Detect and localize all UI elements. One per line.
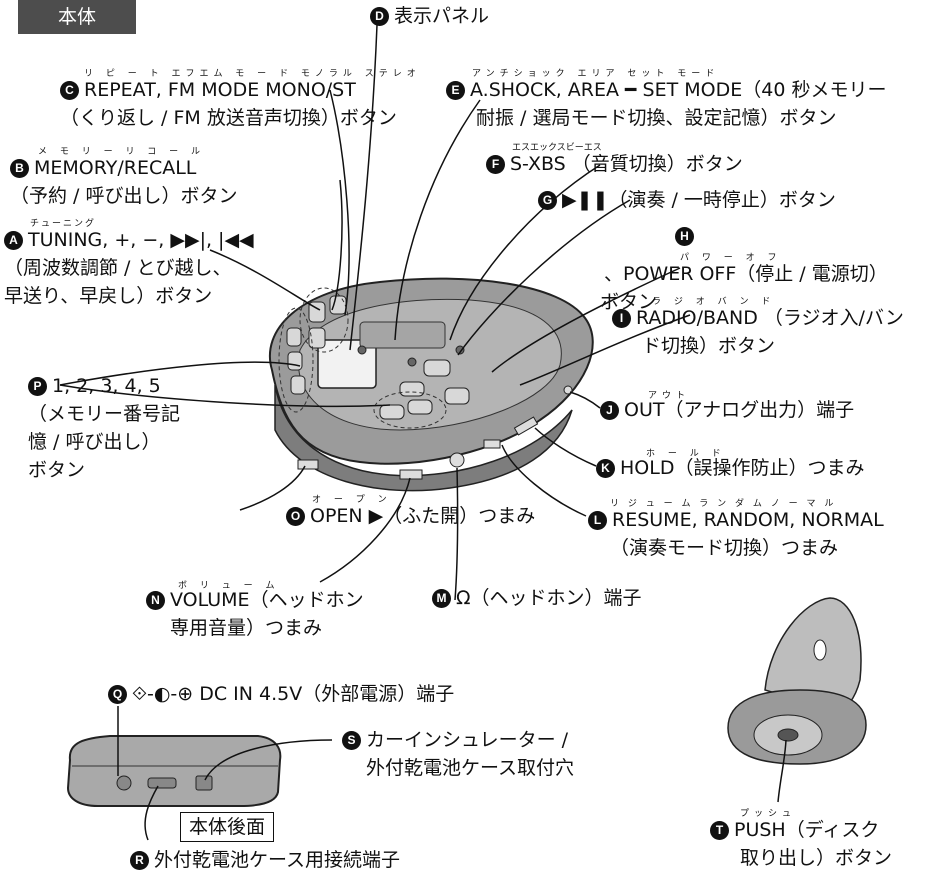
label-dc-in-jack: Q⟐-◐-⊕ DC IN 4.5V（外部電源）端子 [108,680,454,708]
ruby-push: プッシュ [740,809,797,819]
ruby-volume: ボ リ ュ ー ム [178,581,280,591]
label-power-off-button: 、POWER OFF（停止 / 電源切） ボタン [600,263,888,313]
ruby-open: オ ー プ ン [312,495,392,505]
ruby-hold: ホ ー ル ド [646,449,726,459]
ruby-sxbs: エスエックスビーエス [512,143,602,153]
ruby-memory: メ モ リ ー リ コ ー ル [38,147,206,157]
ruby-out: アウト [648,391,691,401]
ruby-resume: リ ジ ュ ー ム ラ ン ダ ム ノ ー マ ル [610,499,837,509]
ruby-ashock: アンチショック エリア セット モード [472,69,720,79]
open-lid-illustration [727,597,867,765]
body-tag: 本体 [18,0,136,34]
ruby-radio: ラ ジ オ バ ン ド [652,297,776,307]
badge-d: D [370,7,389,26]
rear-view-illustration [66,735,282,807]
cd-player-illustration [269,277,594,492]
ruby-power: パ ワ ー オ フ [680,253,782,263]
badge-power: H [675,222,699,250]
ruby-tuning: チューニング [30,219,97,229]
label-play-pause-button: G▶❚❚（演奏 / 一時停止）ボタン [538,186,836,214]
ruby-repeat: リ ピ ー ト エフエム モ ー ド モノラル ステレオ [84,69,421,79]
rear-view-label: 本体後面 [180,812,275,842]
leader-lines [59,24,787,841]
